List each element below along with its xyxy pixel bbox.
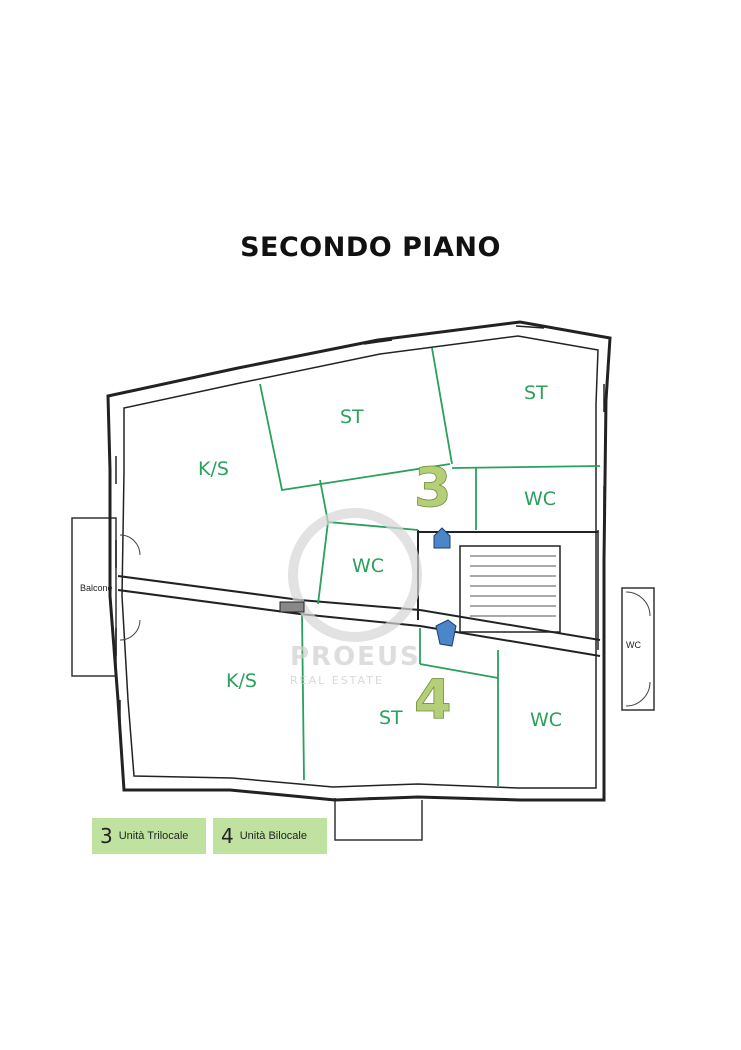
unit-number-3: 3 [414,456,452,519]
watermark-circle [288,508,422,642]
bottom-balcony-outline [334,798,423,841]
legend-text: Unità Trilocale [118,830,189,842]
entrance-marker-unit4 [435,619,457,647]
room-st-upper-mid: ST [340,406,364,428]
legend-unit-3: 3 Unità Trilocale [92,818,206,854]
room-wc-lower: WC [530,709,562,731]
outer-wall [106,320,612,802]
stair-treads [470,555,556,617]
unit4-partitions [301,613,499,786]
legend-unit-4: 4 Unità Bilocale [213,818,327,854]
room-ks-lower: K/S [226,670,257,692]
inner-wall [121,335,599,789]
room-wc-upper-mid: WC [352,555,384,577]
legend-number: 3 [100,824,113,848]
room-st-lower: ST [379,707,403,729]
window-marks [115,325,605,801]
watermark-sub: REAL ESTATE [290,674,384,687]
entrance-marker-unit3 [433,527,451,549]
service-strip-outline [621,587,655,711]
legend-number: 4 [221,824,234,848]
room-wc-service: WC [626,640,641,650]
legend-text: Unità Bilocale [239,830,307,842]
balcony-label: Balcone [80,583,113,593]
room-wc-upper-right: WC [524,488,556,510]
room-st-upper-right: ST [524,382,548,404]
corridor-wall-lower [117,589,601,657]
page-title: SECONDO PIANO [240,232,501,263]
watermark-brand: PROEUS [290,642,421,672]
stair-block [459,545,561,633]
unit-number-4: 4 [414,668,452,731]
corridor-wall-upper [117,575,601,641]
door-swings [119,534,651,707]
corridor-window [279,601,305,613]
unit3-partitions [259,347,601,605]
balcony-outline [71,517,117,677]
room-ks-upper: K/S [198,458,229,480]
